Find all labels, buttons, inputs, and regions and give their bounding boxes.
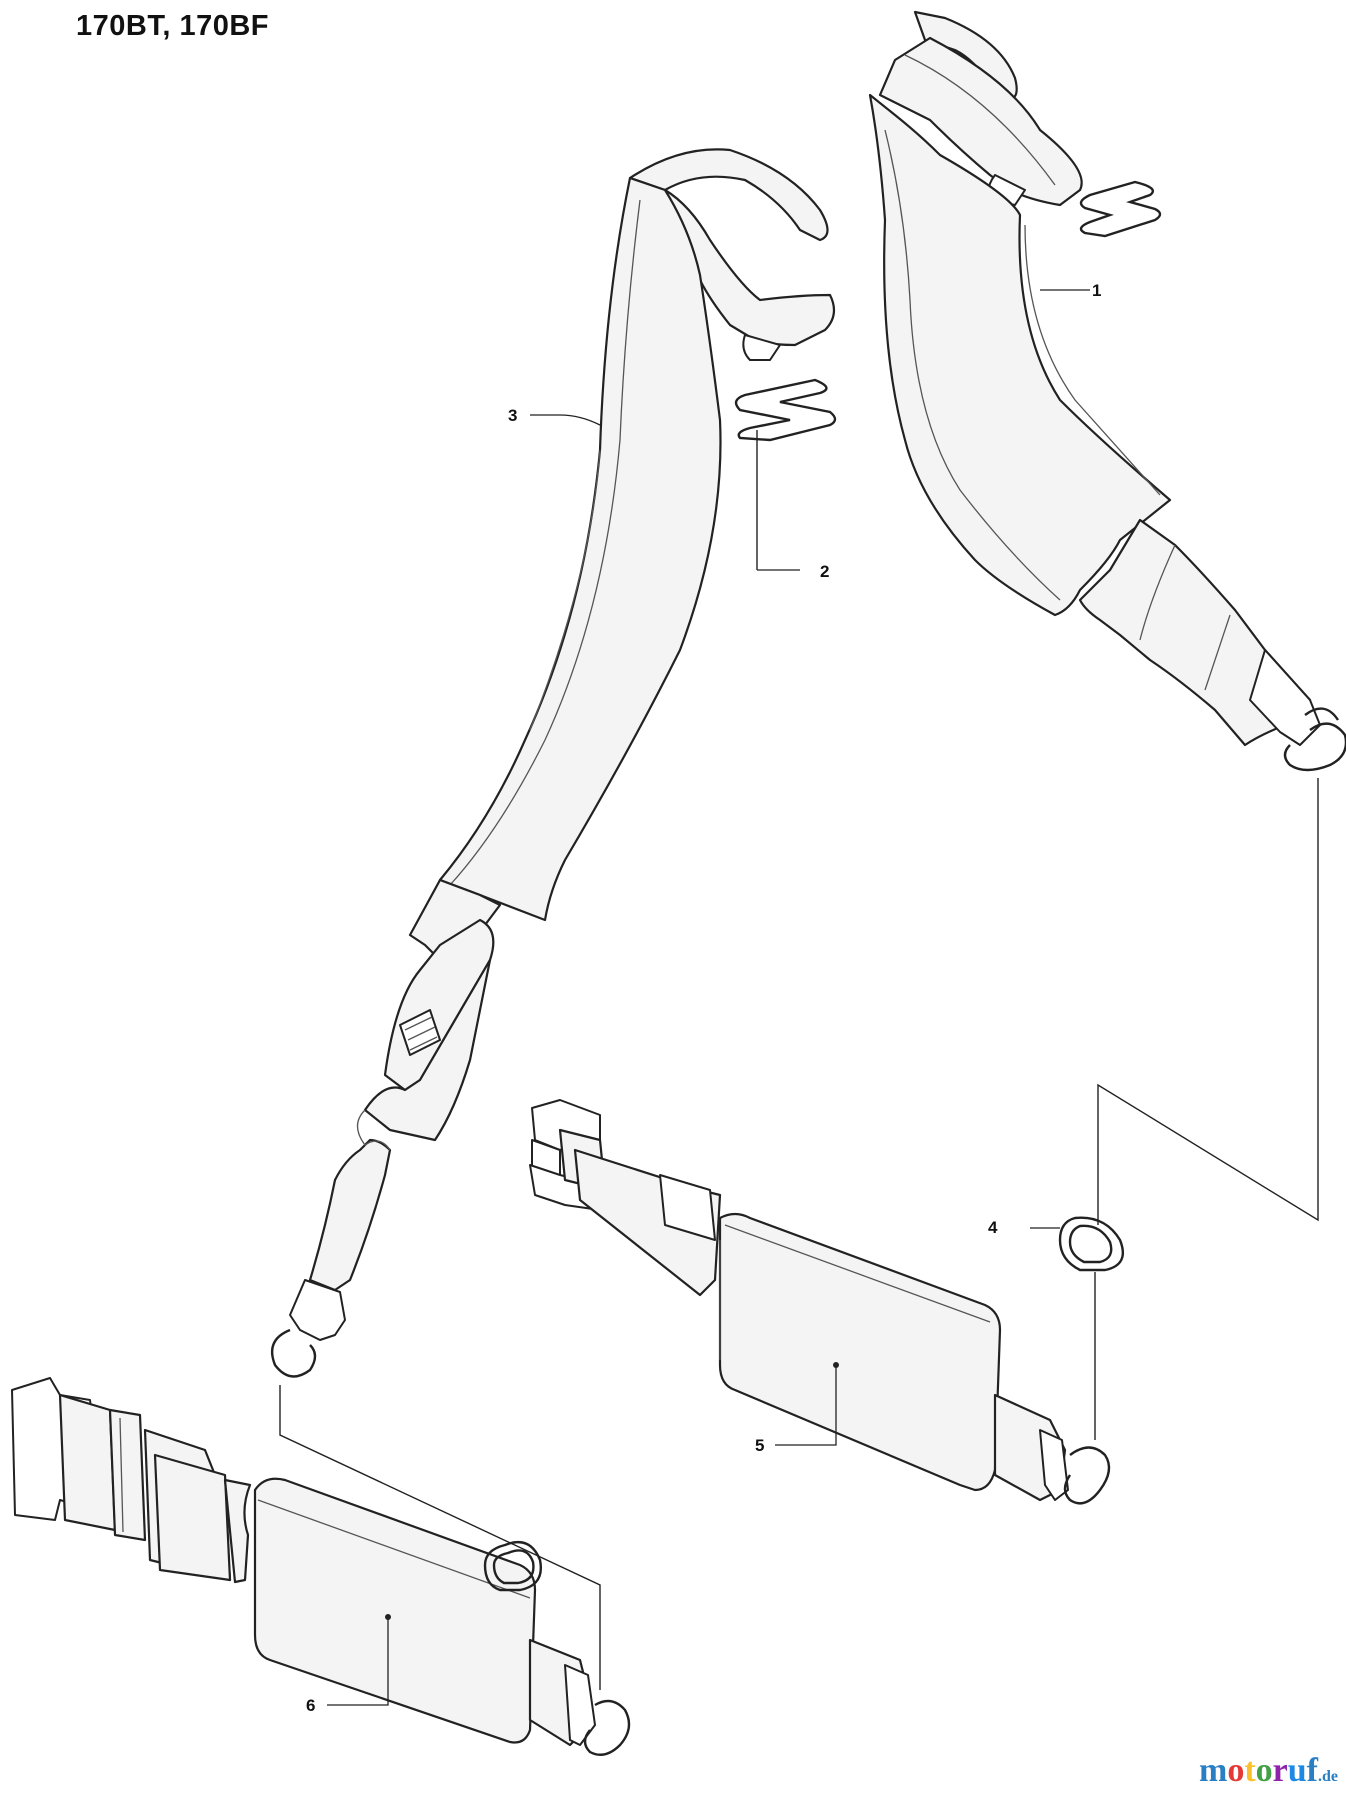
waist-pad-right[interactable] xyxy=(529,1099,1111,1505)
watermark-logo: motoruf.de xyxy=(1199,1752,1338,1789)
leader-lines xyxy=(327,289,1090,1706)
callout-2[interactable]: 2 xyxy=(820,562,829,581)
clip[interactable] xyxy=(734,180,1162,442)
shoulder-strap-left[interactable] xyxy=(270,148,836,1378)
callout-5[interactable]: 5 xyxy=(755,1436,764,1455)
shoulder-strap-right[interactable] xyxy=(868,10,1346,772)
waist-pad-left[interactable] xyxy=(11,1377,631,1756)
assembly-lines xyxy=(279,430,1319,1690)
callout-4[interactable]: 4 xyxy=(988,1218,998,1237)
callout-1[interactable]: 1 xyxy=(1092,281,1101,300)
diagram-title: 170BT, 170BF xyxy=(76,10,269,42)
d-ring[interactable] xyxy=(1058,1216,1125,1272)
callout-3[interactable]: 3 xyxy=(508,406,517,425)
callout-6[interactable]: 6 xyxy=(306,1696,315,1715)
